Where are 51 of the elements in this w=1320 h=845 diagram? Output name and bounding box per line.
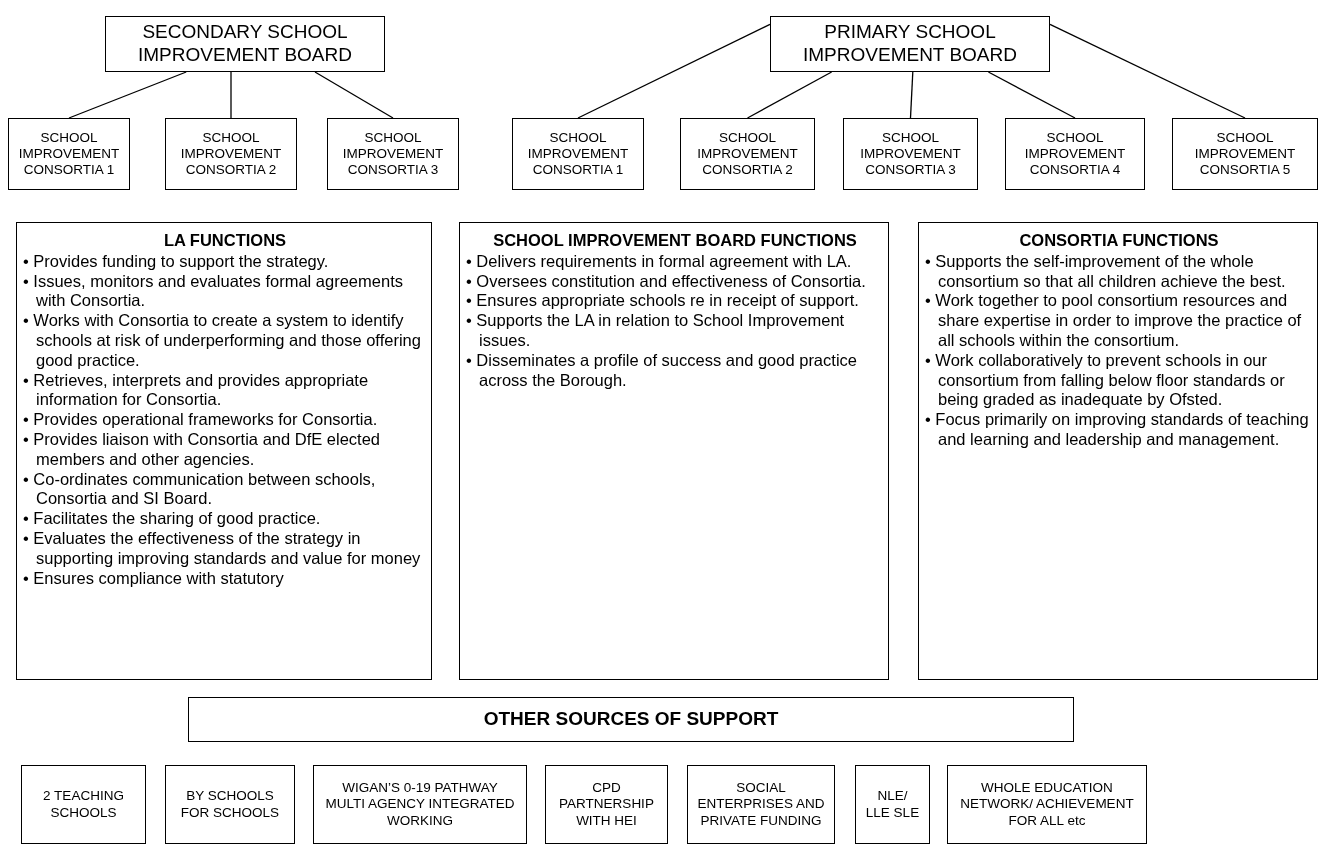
connector-line <box>1049 23 1246 119</box>
support-box: CPD PARTNERSHIP WITH HEI <box>545 765 668 844</box>
support-box: WIGAN’S 0-19 PATHWAY MULTI AGENCY INTEGRATED WORKING <box>313 765 527 844</box>
bullet-item: • Provides liaison with Consortia and DfE elected members and other agencies. <box>23 429 382 470</box>
bullet-item: • Focus primarily on improving standards of teaching and learning and leadership and management. <box>925 410 1310 450</box>
board-box: PRIMARY SCHOOL IMPROVEMENT BOARD <box>770 16 1050 72</box>
bullet-item: • Provides operational frameworks for Consortia. <box>23 410 379 430</box>
support-box: SOCIAL ENTERPRISES AND PRIVATE FUNDING <box>687 765 835 844</box>
bullet-item: • Work together to pool consortium resources and share expertise in order to improve the practice of all schools within the consortium. <box>925 291 1303 351</box>
bullet-item: • Co-ordinates communication between schools, Consortia and SI Board. <box>23 469 377 510</box>
bullet-item: • Oversees constitution and effectiveness of Consortia. <box>466 271 867 292</box>
bullet-item: • Facilitates the sharing of good practice. <box>23 509 322 529</box>
function-panel <box>459 222 889 680</box>
connector-line <box>68 71 187 119</box>
panel-heading: SCHOOL IMPROVEMENT BOARD FUNCTIONS <box>492 231 858 251</box>
function-panel <box>16 222 432 680</box>
board-box: SECONDARY SCHOOL IMPROVEMENT BOARD <box>105 16 385 72</box>
bullet-item: • Work collaboratively to prevent schools in our consortium from falling below floor standards or being graded as inadequate by Ofsted. <box>925 350 1286 411</box>
function-panel <box>918 222 1318 680</box>
bullet-item: • Ensures compliance with statutory <box>23 568 285 589</box>
bullet-item: • Provides funding to support the strategy. <box>23 251 330 272</box>
bullet-item: • Supports the LA in relation to School Improvement issues. <box>466 311 846 351</box>
support-box: BY SCHOOLS FOR SCHOOLS <box>165 765 295 844</box>
bullet-item: • Issues, monitors and evaluates formal agreements with Consortia. <box>23 271 404 312</box>
consortium-box: SCHOOL IMPROVEMENT CONSORTIA 4 <box>1005 118 1145 190</box>
connector-line <box>314 71 394 119</box>
consortium-box: SCHOOL IMPROVEMENT CONSORTIA 1 <box>8 118 130 190</box>
connector-line <box>987 71 1076 119</box>
bullet-item: • Evaluates the effectiveness of the strategy in supporting improving standards and value for money <box>23 528 422 569</box>
bullet-item: • Retrieves, interprets and provides appropriate information for Consortia. <box>23 370 370 411</box>
consortium-box: SCHOOL IMPROVEMENT CONSORTIA 3 <box>843 118 978 190</box>
bullet-item: • Works with Consortia to create a system to identify schools at risk of underperforming and those offering good practice. <box>23 311 422 371</box>
support-box: NLE/ LLE SLE <box>855 765 930 844</box>
connector-line <box>746 71 833 119</box>
connector-line <box>577 23 771 119</box>
support-box: 2 TEACHING SCHOOLS <box>21 765 146 844</box>
connector-line <box>230 71 232 119</box>
consortium-box: SCHOOL IMPROVEMENT CONSORTIA 2 <box>680 118 815 190</box>
consortium-box: SCHOOL IMPROVEMENT CONSORTIA 3 <box>327 118 459 190</box>
bullet-item: • Delivers requirements in formal agreement with LA. <box>466 251 853 272</box>
panel-heading: LA FUNCTIONS <box>162 231 288 251</box>
bullet-item: • Supports the self-improvement of the whole consortium so that all children achieve the best. <box>925 251 1287 292</box>
bullet-item: • Disseminates a profile of success and good practice across the Borough. <box>466 350 858 391</box>
consortium-box: SCHOOL IMPROVEMENT CONSORTIA 5 <box>1172 118 1318 190</box>
connector-line <box>909 71 914 119</box>
consortium-box: SCHOOL IMPROVEMENT CONSORTIA 2 <box>165 118 297 190</box>
bullet-item: • Ensures appropriate schools re in receipt of support. <box>466 291 860 312</box>
consortium-box: SCHOOL IMPROVEMENT CONSORTIA 1 <box>512 118 644 190</box>
panel-heading: CONSORTIA FUNCTIONS <box>1018 231 1220 251</box>
support-box: WHOLE EDUCATION NETWORK/ ACHIEVEMENT FOR ALL etc <box>947 765 1147 844</box>
heading-banner: OTHER SOURCES OF SUPPORT <box>188 697 1074 742</box>
